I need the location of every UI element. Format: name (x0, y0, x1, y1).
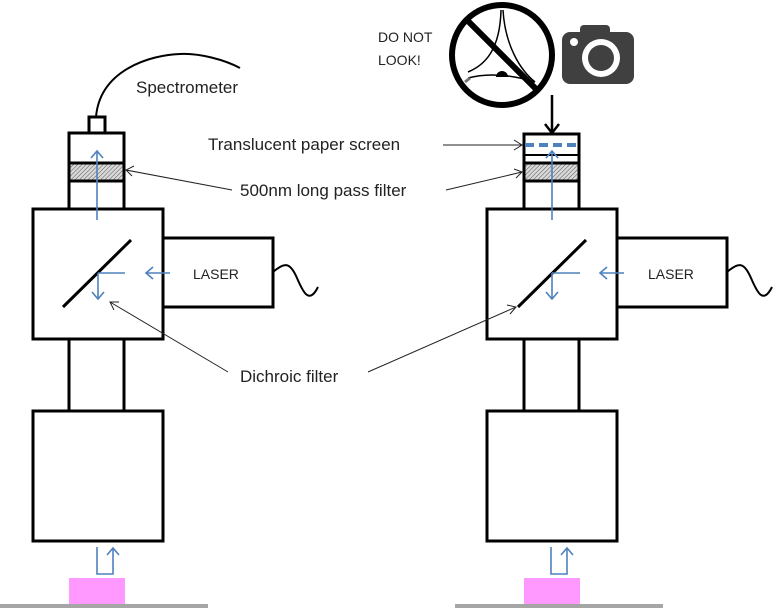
warning-text-line1: DO NOT (378, 29, 433, 45)
arrowhead (560, 546, 574, 556)
spectrometer-label: Spectrometer (136, 78, 238, 97)
dichroic-pointer-right (367, 306, 517, 373)
laser-cable-right (726, 264, 773, 297)
long-pass-pointer-right (445, 171, 523, 191)
long-pass-label: 500nm long pass filter (240, 181, 407, 200)
arrowhead (144, 266, 154, 280)
warning-group: DO NOT LOOK! (378, 2, 634, 108)
fiber-connector (87, 115, 107, 135)
objective-box (31, 409, 165, 543)
arrowhead (506, 304, 517, 315)
right-setup: LASER (455, 95, 773, 608)
arrowhead (513, 139, 523, 151)
stage-left (0, 604, 208, 608)
dichroic-label: Dichroic filter (240, 367, 339, 386)
sample-right (524, 578, 580, 605)
camera-icon (562, 25, 634, 84)
left-setup: LASER (0, 52, 319, 608)
warning-text-line2: LOOK! (378, 52, 421, 68)
laser-cable-left (272, 264, 319, 297)
dichroic-pointer-left (109, 301, 229, 373)
arrowhead (545, 149, 559, 159)
laser-box (161, 236, 275, 309)
laser-label-right: LASER (648, 266, 694, 282)
arrowhead (109, 301, 119, 311)
eye-prohibited-icon (449, 2, 555, 108)
lower-tube-right (522, 337, 581, 413)
arrowhead (91, 291, 105, 301)
dichroic-mirror (61, 238, 133, 309)
spectrometer-fiber (95, 52, 241, 118)
arrowhead (90, 149, 104, 159)
stage-right (455, 604, 663, 608)
lower-tube (67, 337, 126, 413)
arrowhead (125, 165, 135, 177)
sample-beam-right (550, 547, 568, 575)
arrowhead (106, 546, 120, 556)
paper-screen-label: Translucent paper screen (208, 135, 400, 154)
arrowhead (544, 123, 560, 136)
arrowhead (598, 266, 608, 280)
arrowhead (545, 291, 559, 301)
sample-left (69, 578, 125, 605)
long-pass-pointer-left (125, 169, 233, 191)
sample-beam-left (96, 547, 114, 575)
arrowhead (513, 168, 523, 179)
laser-label-left: LASER (193, 266, 239, 282)
objective-box-right (485, 409, 619, 543)
